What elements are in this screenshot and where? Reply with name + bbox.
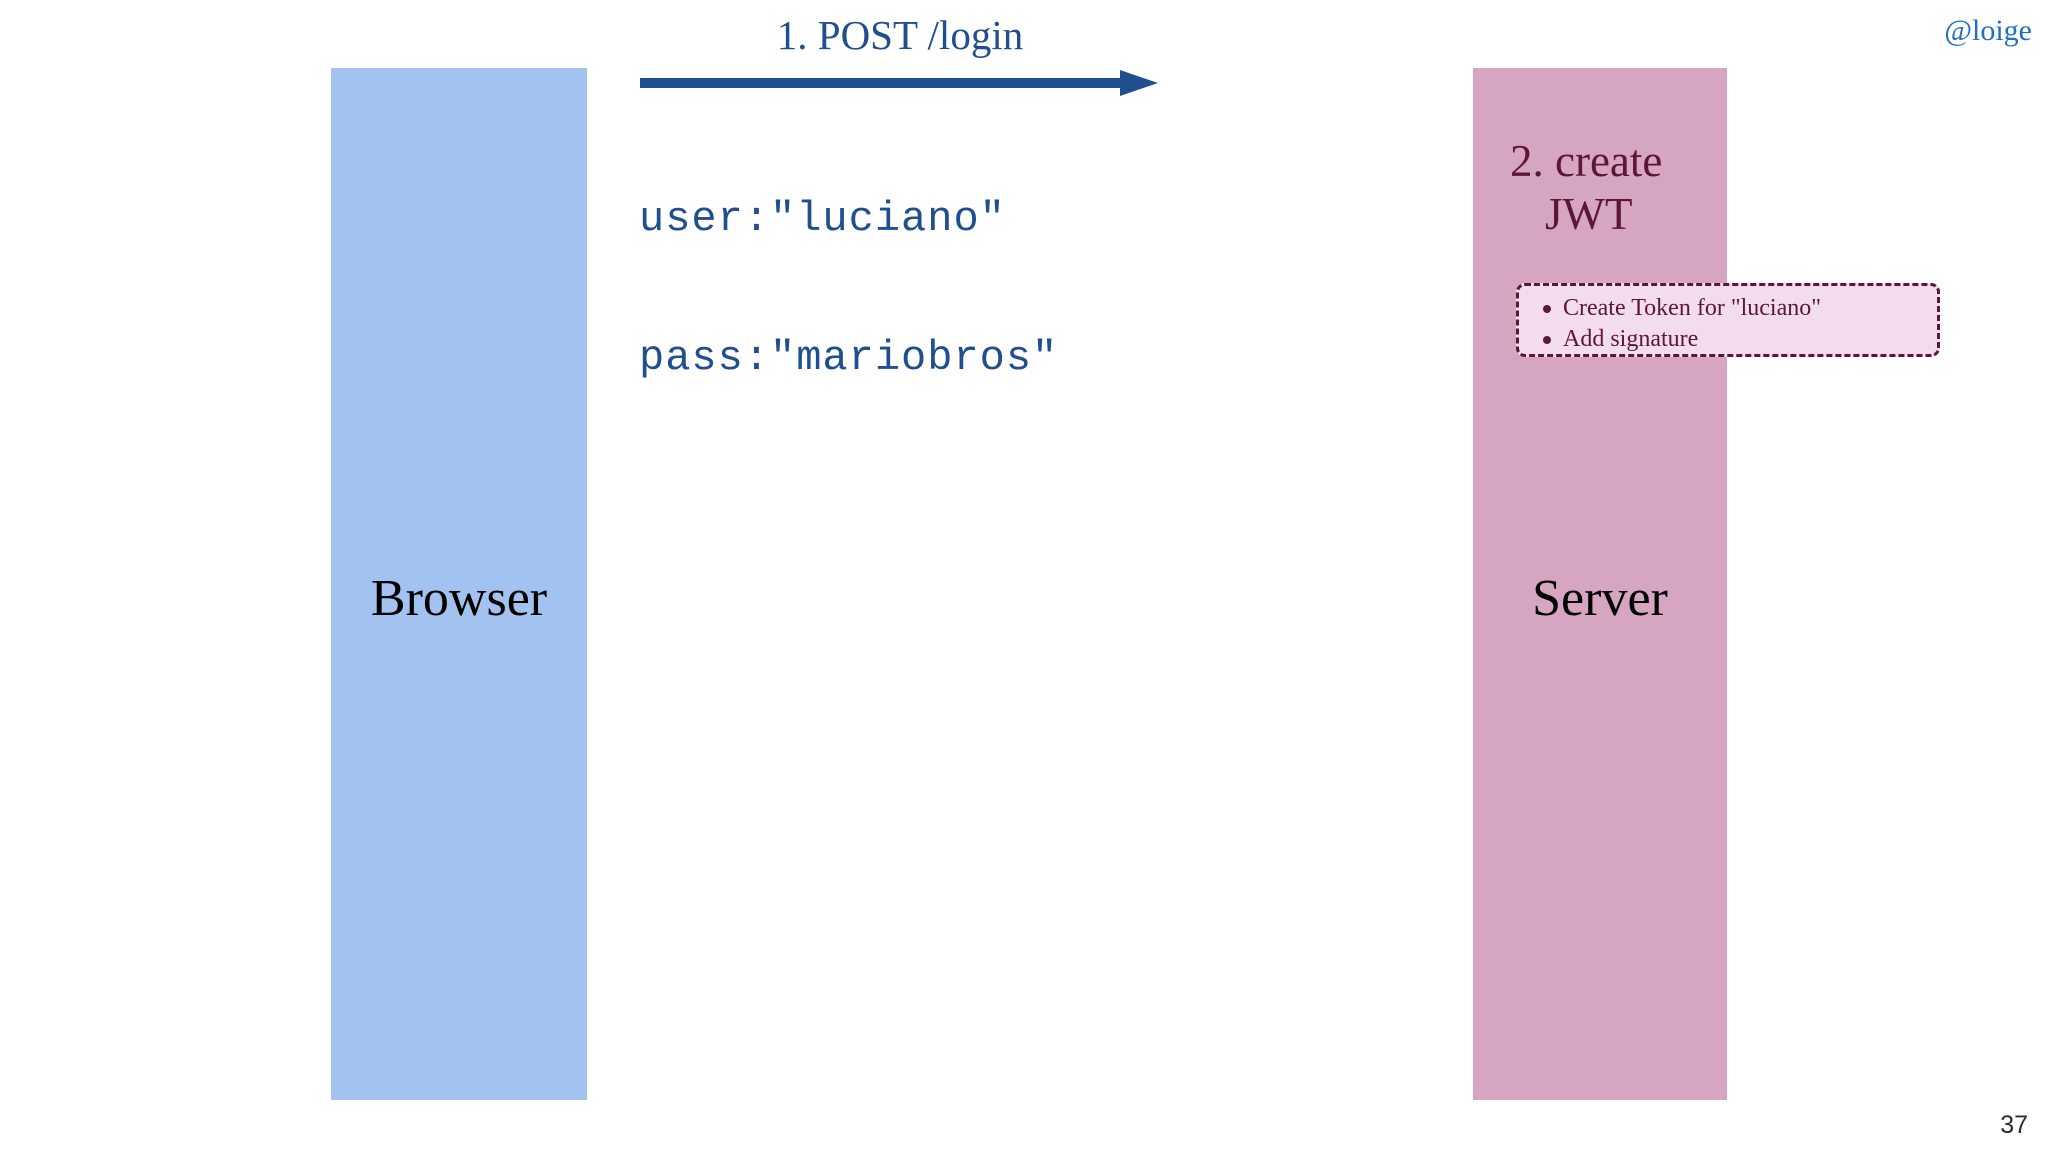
message-payload: user:"luciano" pass:"mariobros": [639, 104, 1058, 474]
slide-page-number: 37: [2000, 1111, 2028, 1139]
payload-line-user: user:"luciano": [639, 195, 1006, 244]
message-label-post-login: 1. POST /login: [776, 12, 1024, 58]
lifeline-server-label: Server: [1532, 570, 1668, 627]
activity-label-line-2: JWT: [1545, 189, 1633, 240]
lifeline-server: Server: [1473, 68, 1727, 1100]
activity-label-create-jwt: 2. create JWT: [1510, 135, 1730, 241]
payload-line-pass: pass:"mariobros": [639, 333, 1059, 382]
lifeline-browser: Browser: [331, 68, 587, 1100]
author-handle-watermark: @loige: [1944, 14, 2032, 47]
message-arrow-right-icon: [640, 70, 1158, 96]
activity-note-item: Create Token for "luciano": [1543, 295, 1937, 323]
activity-label-line-1: 2. create: [1510, 136, 1663, 186]
activity-note-box: Create Token for "luciano" Add signature: [1516, 283, 1940, 357]
activity-note-list: Create Token for "luciano" Add signature: [1519, 286, 1937, 353]
lifeline-browser-label: Browser: [370, 570, 548, 627]
activity-note-item: Add signature: [1543, 326, 1937, 354]
